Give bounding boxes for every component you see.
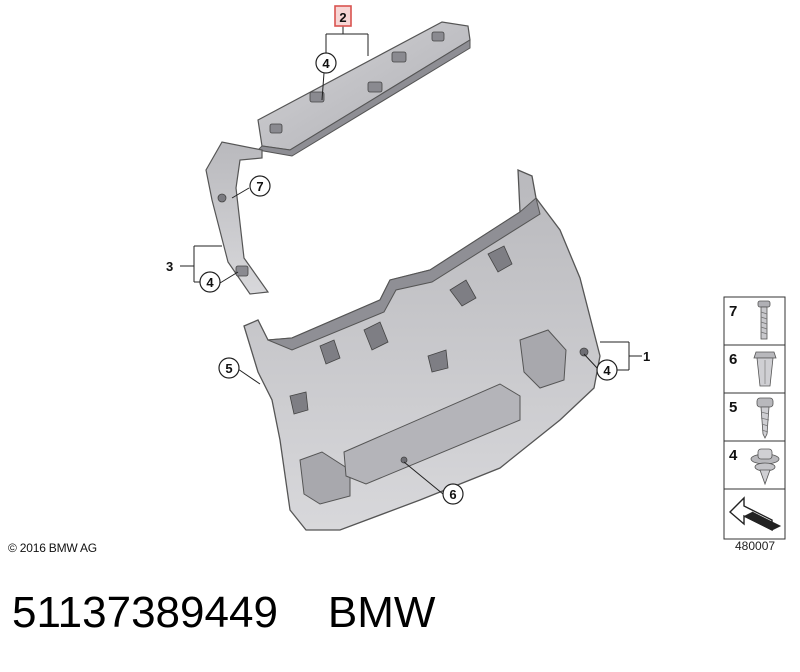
callout-6[interactable]: 6 — [442, 483, 464, 505]
leader-lines — [180, 26, 642, 495]
screw-icon — [756, 397, 774, 439]
callout-2[interactable]: 2 — [334, 5, 352, 27]
fastener-legend: 7 6 5 4 — [723, 296, 786, 540]
left-pillar-trim — [205, 141, 270, 295]
legend-item-arrow — [728, 496, 782, 532]
callout-4-left[interactable]: 4 — [199, 271, 221, 293]
legend-number-6: 6 — [729, 351, 737, 368]
bolt-icon — [757, 300, 771, 340]
callout-4-left-label: 4 — [206, 275, 214, 290]
top-trim-panel — [256, 21, 471, 157]
legend-number-7: 7 — [729, 303, 737, 320]
expanding-nut-icon — [753, 351, 777, 387]
callout-3-label: 3 — [166, 259, 173, 274]
callout-3[interactable]: 3 — [166, 259, 173, 274]
legend-item-4[interactable]: 4 — [729, 447, 780, 486]
callout-1-label: 1 — [643, 349, 650, 364]
callout-2-label: 2 — [339, 10, 346, 25]
legend-item-7[interactable]: 7 — [729, 300, 771, 340]
legend-number-5: 5 — [729, 399, 737, 416]
legend-item-6[interactable]: 6 — [729, 351, 777, 387]
callout-5[interactable]: 5 — [218, 357, 240, 379]
callout-1[interactable]: 1 — [643, 349, 650, 364]
footer: 51137389449 BMW — [12, 588, 435, 638]
callout-7[interactable]: 7 — [249, 175, 271, 197]
callout-5-label: 5 — [225, 361, 232, 376]
brand-name: BMW — [327, 588, 436, 637]
callout-7-label: 7 — [256, 179, 263, 194]
clip-icon — [750, 448, 780, 486]
arrow-icon — [728, 496, 782, 532]
part-number: 51137389449 — [12, 588, 278, 637]
tailgate-trim-panel — [243, 168, 601, 531]
callout-4-top-label: 4 — [322, 56, 330, 71]
callout-4-right[interactable]: 4 — [596, 359, 618, 381]
legend-item-5[interactable]: 5 — [729, 397, 774, 439]
callout-4-right-label: 4 — [603, 363, 611, 378]
legend-number-4: 4 — [729, 447, 738, 464]
callout-6-label: 6 — [449, 487, 456, 502]
diagram-number: 480007 — [735, 539, 776, 553]
callout-4-top[interactable]: 4 — [315, 52, 337, 74]
copyright-notice: © 2016 BMW AG — [8, 541, 97, 555]
